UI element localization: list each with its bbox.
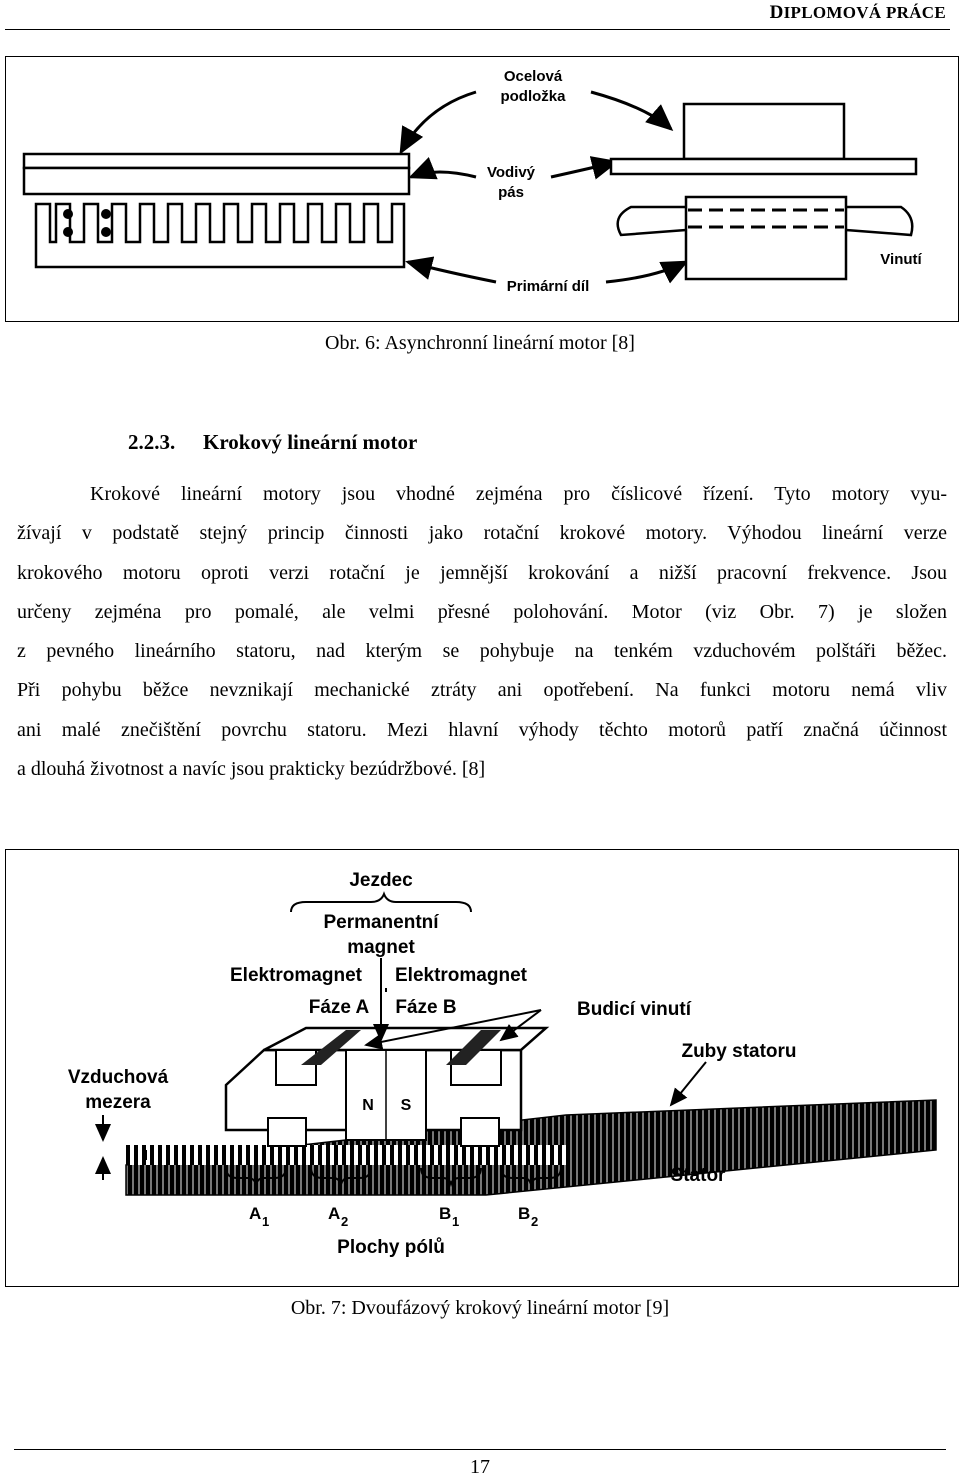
slider-brace bbox=[290, 891, 472, 913]
label-gap-1: Vzduchová bbox=[68, 1067, 169, 1088]
label-n: N bbox=[362, 1097, 374, 1114]
figure-2-diagram: N S Jezdec Permanentní magnet Elektromag… bbox=[68, 870, 937, 1258]
primary-part-left bbox=[34, 202, 406, 269]
coil-box bbox=[275, 1049, 317, 1086]
section-heading: 2.2.3. Krokový lineární motor bbox=[128, 430, 417, 455]
label-steel-2: podložka bbox=[500, 88, 566, 105]
winding-loop-right bbox=[845, 205, 914, 237]
label-poles: Plochy pólů bbox=[337, 1237, 445, 1258]
label-stator: Stator bbox=[671, 1165, 727, 1186]
paragraph-line: žívají v podstatě stejný princip činnost… bbox=[17, 522, 947, 545]
arrow-strip-left bbox=[408, 156, 477, 180]
label-strip-2: pás bbox=[498, 184, 524, 201]
pole-brace bbox=[500, 1167, 562, 1188]
figure-1-frame: Ocelová podložka Vodivý pás Primární díl… bbox=[5, 56, 959, 322]
coil-box-lower bbox=[460, 1117, 500, 1147]
footer-rule bbox=[14, 1449, 946, 1450]
label-phase-a: Fáze A bbox=[309, 997, 370, 1018]
steel-plate-left bbox=[22, 152, 411, 170]
label-b1-sub: 1 bbox=[452, 1214, 459, 1229]
arrow-primary-right bbox=[605, 260, 689, 284]
label-a2-sub: 2 bbox=[341, 1214, 348, 1229]
section-title: Krokový lineární motor bbox=[203, 430, 418, 454]
label-strip-1: Vodivý bbox=[487, 164, 536, 181]
header-rest: IPLOMOVÁ PRÁCE bbox=[783, 3, 946, 22]
paragraph-line: krokového motoru oproti verzi rotační je… bbox=[17, 561, 947, 584]
label-a2: A bbox=[328, 1204, 340, 1223]
arrow-steel-left bbox=[399, 90, 477, 155]
label-a1: A bbox=[249, 1204, 261, 1223]
header-rule bbox=[5, 29, 950, 30]
figure-1-caption: Obr. 6: Asynchronní lineární motor [8] bbox=[325, 332, 635, 354]
label-phase-b: Fáze B bbox=[395, 997, 456, 1018]
label-em-b: Elektromagnet bbox=[395, 965, 528, 986]
label-gap-2: mezera bbox=[85, 1092, 151, 1113]
label-b1: B bbox=[439, 1204, 451, 1223]
paragraph-line: určeny zejména pro pomalé, ale velmi pře… bbox=[17, 600, 947, 623]
header-initial: D bbox=[769, 2, 784, 23]
paragraph-line: z pevného lineárního statoru, nad kterým… bbox=[17, 640, 947, 663]
pole-brace bbox=[420, 1167, 482, 1188]
body-paragraph: Krokové lineární motory jsou vhodné zejm… bbox=[17, 475, 947, 789]
label-steel-1: Ocelová bbox=[504, 68, 563, 85]
winding-dot bbox=[63, 209, 73, 219]
coil-phase-b bbox=[446, 1030, 501, 1065]
arrow-steel-right bbox=[590, 90, 674, 131]
label-teeth: Zuby statoru bbox=[681, 1041, 796, 1062]
coil-box-lower bbox=[267, 1117, 307, 1147]
figure-2-caption: Obr. 7: Dvoufázový krokový lineární moto… bbox=[290, 1297, 670, 1319]
winding-dot bbox=[101, 209, 111, 219]
arrow-excitation-a bbox=[364, 1009, 542, 1050]
label-pm-1: Permanentní bbox=[323, 912, 439, 933]
label-pm-2: magnet bbox=[347, 937, 415, 958]
arrow-teeth bbox=[669, 1061, 707, 1107]
label-b2-sub: 2 bbox=[531, 1214, 538, 1229]
section-number: 2.2.3. bbox=[128, 430, 176, 454]
page-number: 17 bbox=[470, 1456, 490, 1478]
paragraph-line: a dlouhá životnost a navíc jsou praktick… bbox=[17, 758, 486, 781]
paragraph-line: Krokové lineární motory jsou vhodné zejm… bbox=[90, 483, 947, 505]
arrow-excitation-b bbox=[499, 1009, 542, 1042]
pole-brace bbox=[310, 1167, 372, 1188]
label-primary: Primární díl bbox=[507, 278, 590, 295]
pole-brace bbox=[225, 1167, 287, 1188]
arrow-strip-right bbox=[550, 156, 619, 180]
running-header: DIPLOMOVÁ PRÁCE bbox=[770, 2, 946, 24]
label-s: S bbox=[401, 1097, 412, 1114]
label-slider: Jezdec bbox=[349, 870, 413, 891]
winding-dot bbox=[63, 227, 73, 237]
label-a1-sub: 1 bbox=[262, 1214, 269, 1229]
coil-phase-a bbox=[301, 1030, 361, 1065]
label-excitation: Budicí vinutí bbox=[577, 999, 692, 1020]
conducting-strip-right bbox=[609, 157, 918, 176]
winding-dot bbox=[101, 227, 111, 237]
figure-2-frame: N S Jezdec Permanentní magnet Elektromag… bbox=[5, 849, 959, 1287]
figure-1-diagram: Ocelová podložka Vodivý pás Primární díl… bbox=[22, 68, 923, 295]
conducting-strip-left bbox=[22, 166, 411, 196]
paragraph-line: ani malé znečištění povrchu statoru. Mez… bbox=[17, 718, 947, 741]
label-em-a: Elektromagnet bbox=[230, 965, 363, 986]
label-winding: Vinutí bbox=[880, 251, 922, 268]
stator-teeth bbox=[126, 1145, 566, 1165]
paragraph-line: Při pohybu běžce nevznikají mechanické z… bbox=[17, 679, 947, 702]
label-b2: B bbox=[518, 1204, 530, 1223]
pole-face bbox=[145, 1150, 177, 1160]
arrow-primary-left bbox=[405, 256, 497, 284]
steel-block-right bbox=[682, 102, 846, 161]
winding-loop-left bbox=[616, 205, 687, 237]
